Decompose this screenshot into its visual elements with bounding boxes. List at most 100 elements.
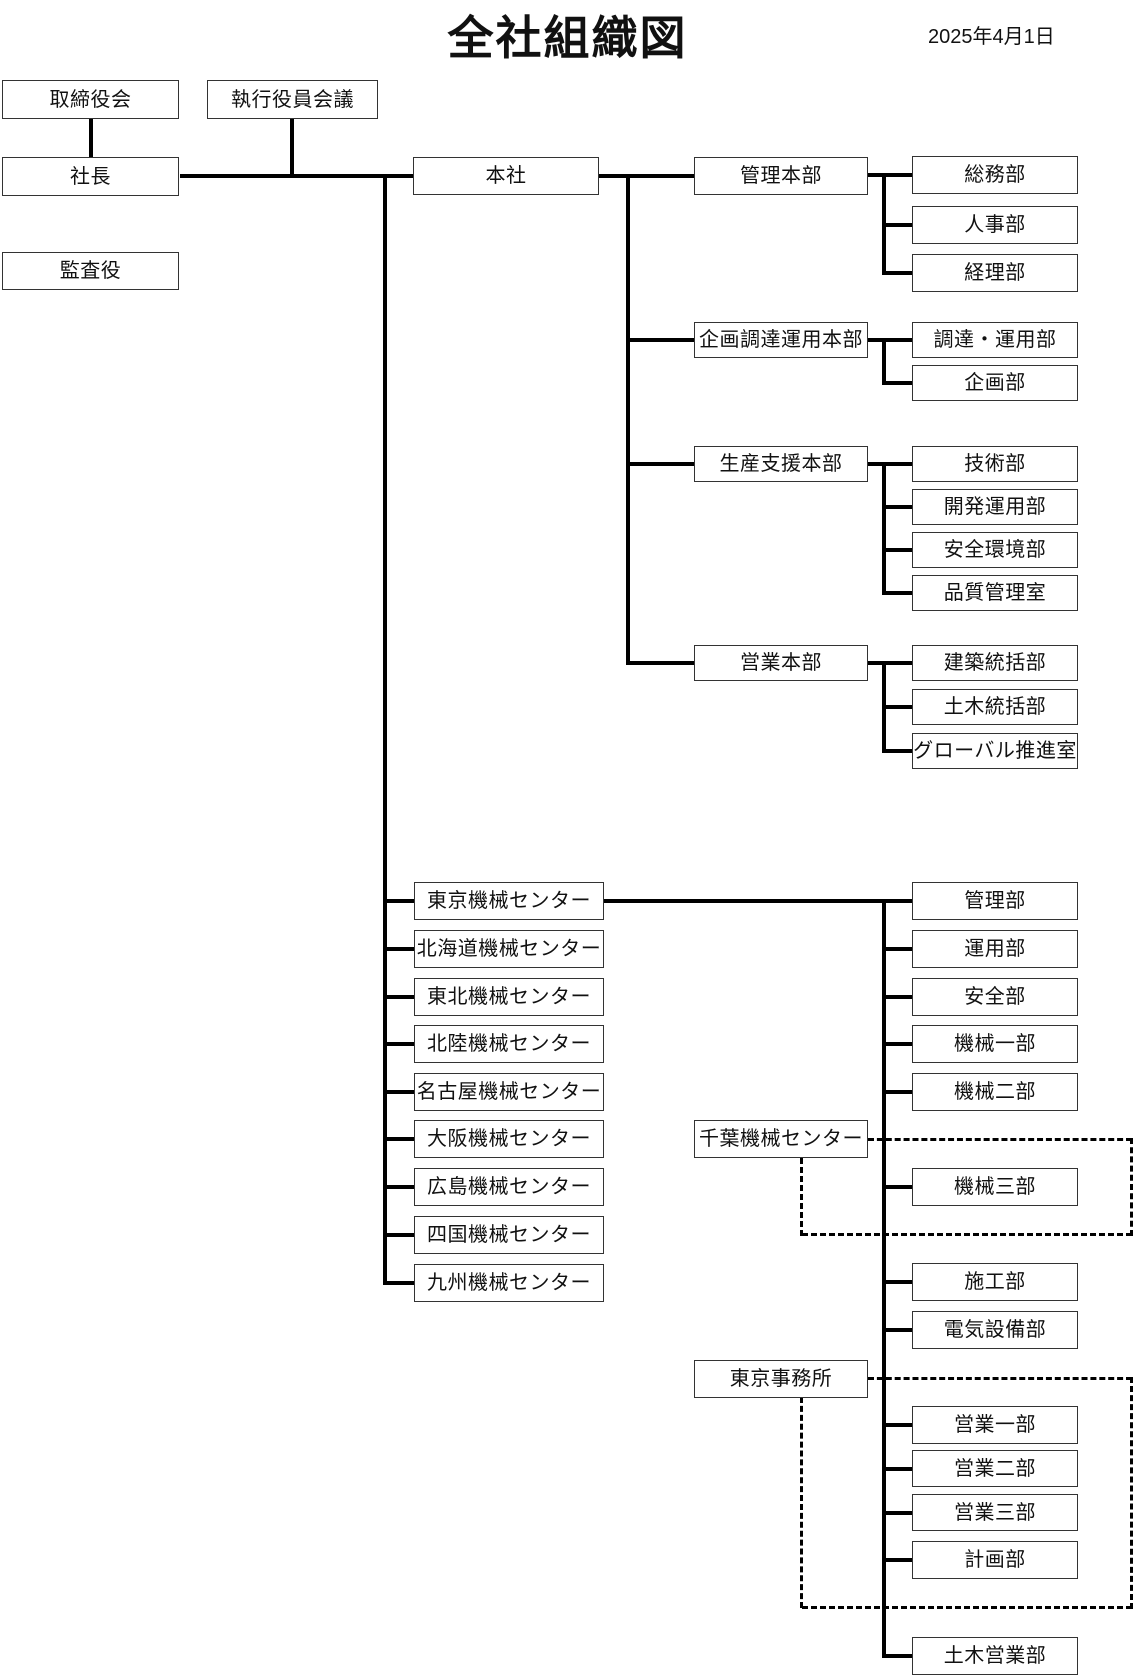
- connector: [383, 995, 414, 999]
- connector: [383, 1281, 414, 1285]
- connector: [599, 174, 694, 178]
- dashed-connector: [800, 1158, 803, 1236]
- node-machine-dept-1: 機械一部: [912, 1025, 1078, 1063]
- connector: [383, 1042, 414, 1046]
- node-auditor: 監査役: [2, 252, 179, 290]
- dashed-connector: [802, 1606, 1132, 1609]
- node-hiroshima-machine-center: 広島機械センター: [414, 1168, 604, 1206]
- connector: [383, 899, 414, 903]
- node-hokkaido-machine-center: 北海道機械センター: [414, 930, 604, 968]
- connector: [882, 1511, 912, 1515]
- node-electrical-equipment-dept: 電気設備部: [912, 1311, 1078, 1349]
- node-tokyo-machine-center: 東京機械センター: [414, 882, 604, 920]
- connector: [882, 705, 912, 709]
- connector: [882, 271, 912, 275]
- node-hr-dept: 人事部: [912, 206, 1078, 244]
- connector: [882, 338, 886, 385]
- node-hokuriku-machine-center: 北陸機械センター: [414, 1025, 604, 1063]
- node-plan-dept: 計画部: [912, 1541, 1078, 1579]
- connector: [626, 174, 630, 665]
- node-sales-dept-1: 営業一部: [912, 1406, 1078, 1444]
- connector: [882, 1090, 912, 1094]
- dashed-connector: [800, 1397, 803, 1608]
- connector: [626, 462, 694, 466]
- connector: [882, 1280, 912, 1284]
- dashed-connector: [868, 1377, 1132, 1380]
- connector: [383, 1137, 414, 1141]
- node-engineering-dept: 技術部: [912, 446, 1078, 482]
- dashed-connector: [802, 1233, 1132, 1236]
- connector: [383, 1090, 414, 1094]
- node-machine-dept-3: 機械三部: [912, 1168, 1078, 1206]
- node-quality-control-office: 品質管理室: [912, 575, 1078, 611]
- dashed-connector: [1130, 1377, 1133, 1609]
- node-construction-dept: 施工部: [912, 1263, 1078, 1301]
- node-sales-dept-3: 営業三部: [912, 1494, 1078, 1531]
- connector: [626, 661, 694, 665]
- node-machine-dept-2: 機械二部: [912, 1073, 1078, 1111]
- node-head-office: 本社: [413, 157, 599, 195]
- node-accounting-dept: 経理部: [912, 254, 1078, 292]
- connector: [882, 1558, 912, 1562]
- node-sales-dept-2: 営業二部: [912, 1450, 1078, 1487]
- connector: [882, 462, 886, 595]
- node-operation-dept: 運用部: [912, 930, 1078, 968]
- node-executive-officers-meeting: 執行役員会議: [207, 80, 378, 119]
- node-general-affairs-dept: 総務部: [912, 156, 1078, 194]
- connector: [882, 1185, 912, 1189]
- node-safety-environment-dept: 安全環境部: [912, 532, 1078, 568]
- connector: [882, 749, 912, 753]
- node-admin-division: 管理本部: [694, 157, 868, 195]
- node-procurement-operation-dept: 調達・運用部: [912, 322, 1078, 358]
- connector: [383, 174, 387, 1285]
- node-global-promotion-office: グローバル推進室: [912, 733, 1078, 769]
- connector: [383, 947, 414, 951]
- connector: [882, 548, 912, 552]
- connector: [882, 1042, 912, 1046]
- connector: [383, 1233, 414, 1237]
- node-planning-procurement-operation-division: 企画調達運用本部: [694, 322, 868, 358]
- connector: [868, 462, 912, 466]
- connector: [290, 119, 294, 178]
- connector: [882, 995, 912, 999]
- node-civil-sales-dept: 土木営業部: [912, 1637, 1078, 1675]
- connector: [882, 1654, 912, 1658]
- connector: [868, 338, 912, 342]
- chart-date: 2025年4月1日: [928, 26, 1055, 48]
- node-development-operation-dept: 開発運用部: [912, 489, 1078, 525]
- connector: [882, 1423, 912, 1427]
- node-safety-dept: 安全部: [912, 978, 1078, 1016]
- connector: [626, 338, 694, 342]
- connector: [89, 119, 93, 157]
- node-civil-management-dept: 土木統括部: [912, 689, 1078, 725]
- node-management-dept: 管理部: [912, 882, 1078, 920]
- node-building-management-dept: 建築統括部: [912, 645, 1078, 681]
- node-planning-dept: 企画部: [912, 365, 1078, 401]
- connector: [180, 174, 413, 178]
- connector: [882, 223, 912, 227]
- node-chiba-machine-center: 千葉機械センター: [694, 1120, 868, 1158]
- page-title: 全社組織図: [447, 12, 688, 64]
- node-osaka-machine-center: 大阪機械センター: [414, 1120, 604, 1158]
- connector: [882, 381, 912, 385]
- connector: [868, 661, 912, 665]
- connector: [383, 1185, 414, 1189]
- node-board-of-directors: 取締役会: [2, 80, 179, 119]
- connector: [882, 1467, 912, 1471]
- connector: [868, 173, 912, 177]
- node-tohoku-machine-center: 東北機械センター: [414, 978, 604, 1016]
- node-production-support-division: 生産支援本部: [694, 446, 868, 482]
- dashed-connector: [868, 1138, 1132, 1141]
- connector: [604, 899, 912, 903]
- dashed-connector: [1130, 1138, 1133, 1236]
- node-sales-division: 営業本部: [694, 645, 868, 681]
- node-president: 社長: [2, 157, 179, 196]
- connector: [882, 505, 912, 509]
- node-nagoya-machine-center: 名古屋機械センター: [414, 1073, 604, 1111]
- connector: [882, 899, 886, 1658]
- connector: [882, 1328, 912, 1332]
- connector: [882, 947, 912, 951]
- node-kyushu-machine-center: 九州機械センター: [414, 1264, 604, 1302]
- node-tokyo-office: 東京事務所: [694, 1360, 868, 1398]
